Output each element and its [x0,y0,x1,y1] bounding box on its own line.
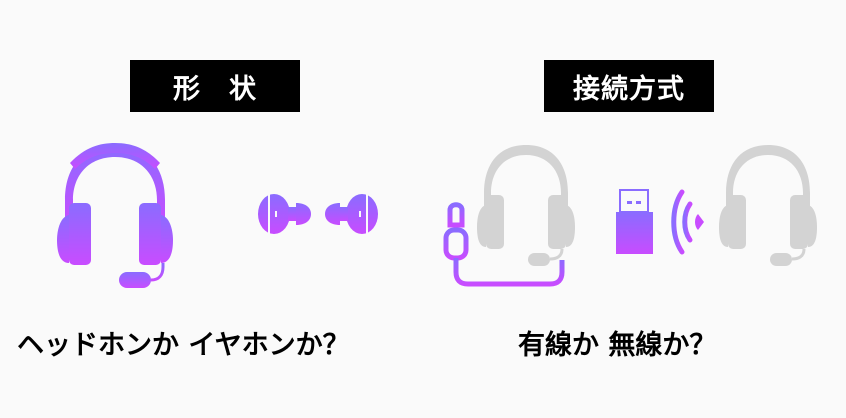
earbuds-icon [258,194,378,234]
audio-jack-cable-icon [443,202,565,287]
wireless-headset-icon [719,145,817,266]
wired-headset-icon [477,145,575,266]
shape-label-text: 形 状 [173,73,257,105]
shape-caption: ヘッドホンか イヤホンか？ [17,330,350,361]
connection-label-text: 接続方式 [573,73,685,105]
wireless-signal-icon [671,189,704,255]
shape-label: 形 状 [130,60,300,112]
headset-icon [57,143,173,288]
connection-label: 接続方式 [544,60,714,112]
connection-caption: 有線か 無線か？ [518,330,717,361]
usb-dongle-icon [616,189,653,254]
